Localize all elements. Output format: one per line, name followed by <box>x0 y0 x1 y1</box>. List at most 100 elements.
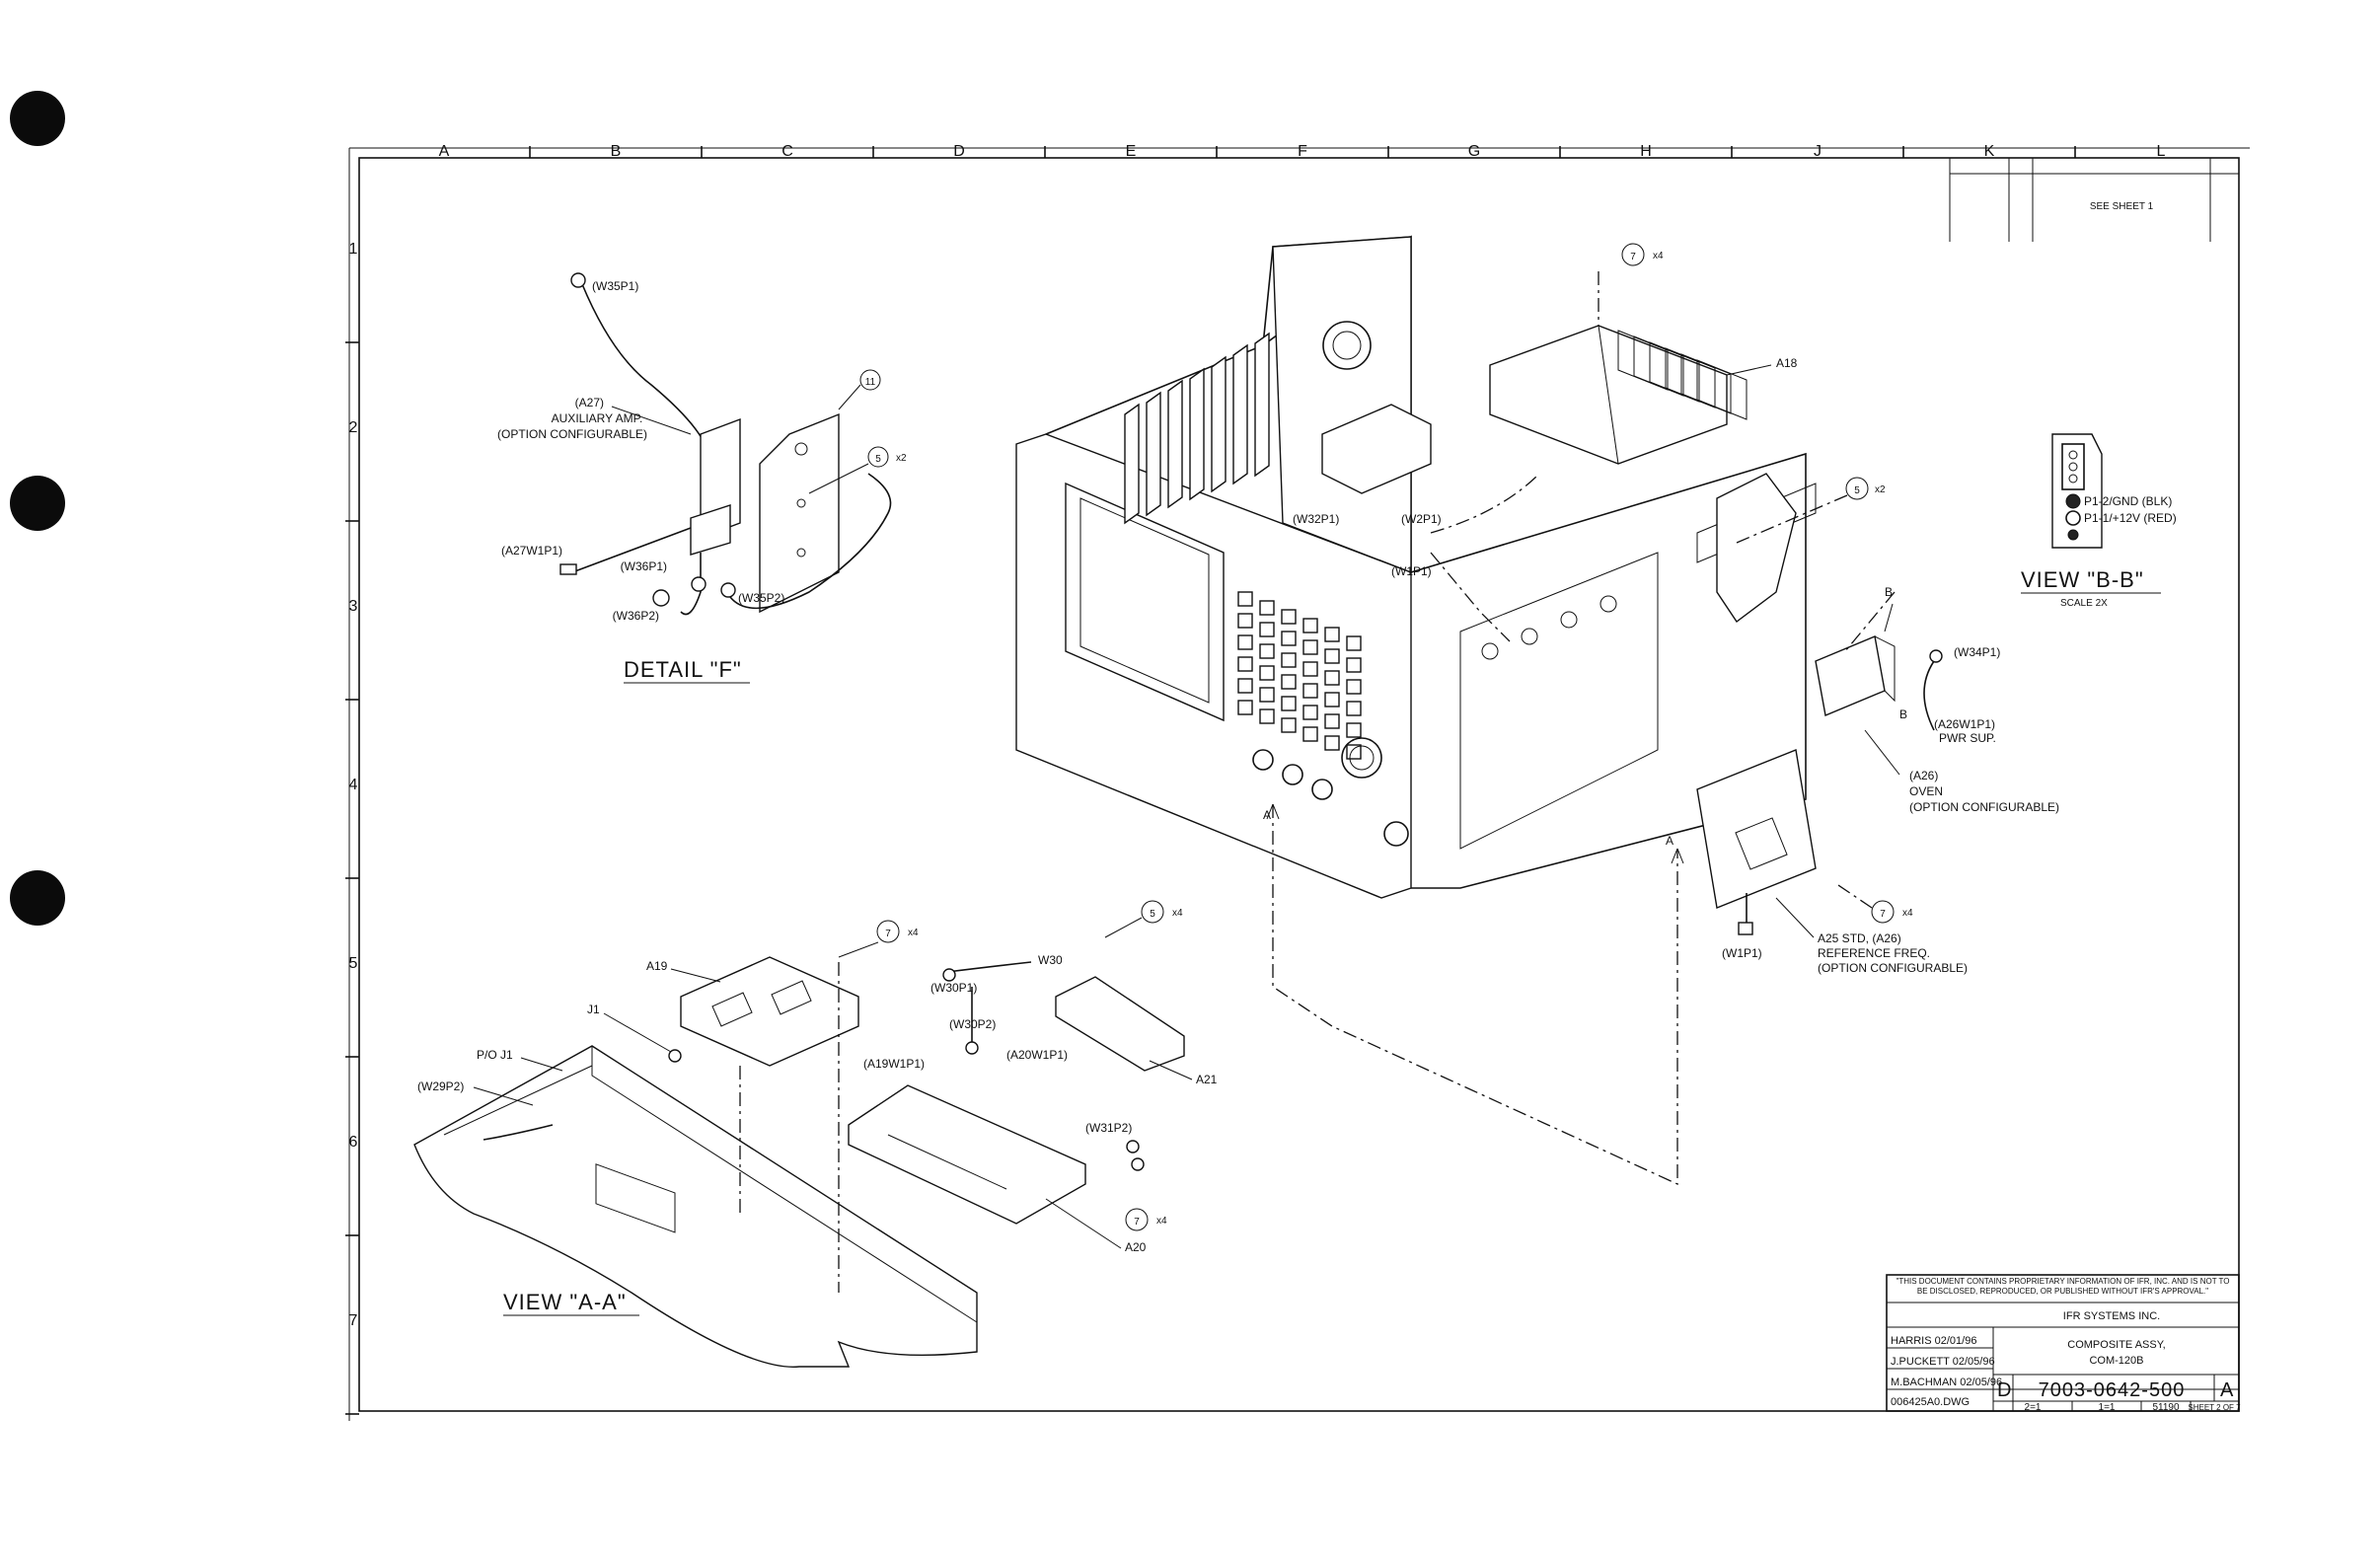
reference-freq-board <box>1696 749 1817 909</box>
label-a20: A20 <box>1125 1240 1147 1254</box>
zone-column-label: B <box>611 143 622 160</box>
zone-column-label: J <box>1814 143 1822 160</box>
keypad-key <box>1281 696 1297 711</box>
label-w31p2: (W31P2) <box>1085 1121 1132 1135</box>
label-a-marker-right: A <box>1666 834 1673 848</box>
connector-knob <box>1252 749 1274 771</box>
keypad-key <box>1324 648 1340 664</box>
plug-in-card <box>1232 343 1248 485</box>
assembly-title-1: COMPOSITE ASSY, <box>2067 1339 2165 1351</box>
label-a20w1p1: (A20W1P1) <box>1006 1048 1068 1062</box>
label-w36p1: (W36P1) <box>621 559 667 573</box>
label-pin-gnd: P1-2/GND (BLK) <box>2084 494 2172 508</box>
binder-hole-bottom <box>10 870 65 926</box>
label-w30p1: (W30P1) <box>930 981 977 995</box>
keypad-key <box>1259 622 1275 637</box>
label-a27: (A27) <box>575 396 604 409</box>
keypad-key <box>1346 657 1362 673</box>
sheet-number: SHEET 2 OF 7 <box>2188 1403 2241 1412</box>
binder-hole-top <box>10 91 65 146</box>
title-view-bb: VIEW "B-B" <box>2021 567 2144 592</box>
revision-block: SEE SHEET 1 <box>1949 158 2239 242</box>
label-a-marker-left: A <box>1263 808 1271 822</box>
label-po-j1: P/O J1 <box>477 1048 513 1062</box>
assembly-title-2: COM-120B <box>2089 1355 2143 1367</box>
callout-7-aa <box>876 920 900 943</box>
keypad-key <box>1346 679 1362 695</box>
checked-by: J.PUCKETT 02/05/96 <box>1891 1356 1995 1368</box>
svg-text:7: 7 <box>885 929 891 939</box>
keypad-key <box>1281 674 1297 690</box>
keypad-key <box>1302 618 1318 633</box>
module-a19 <box>680 956 859 1067</box>
zone-row-label: 1 <box>349 241 358 258</box>
connector-bb <box>2051 433 2103 549</box>
bracket-a27 <box>759 412 840 614</box>
zone-column-label: D <box>953 143 965 160</box>
svg-text:x4: x4 <box>1653 251 1664 261</box>
dwg-file: 006425A0.DWG <box>1891 1396 1970 1408</box>
keypad-key <box>1237 613 1253 629</box>
label-w35p2: (W35P2) <box>738 591 784 605</box>
keypad-key <box>1302 705 1318 720</box>
svg-text:5: 5 <box>875 454 881 465</box>
label-w32p1: (W32P1) <box>1293 512 1339 526</box>
svg-text:5: 5 <box>1150 909 1155 920</box>
keypad-key <box>1302 639 1318 655</box>
keypad-key <box>1237 678 1253 694</box>
keypad-key <box>1259 643 1275 659</box>
drawing-border <box>348 147 2250 1421</box>
label-b-marker-top: B <box>1885 585 1893 599</box>
label-option-configurable-f: (OPTION CONFIGURABLE) <box>497 427 647 441</box>
label-w35p1: (W35P1) <box>592 279 638 293</box>
label-b-marker-bottom: B <box>1899 707 1907 721</box>
label-w36p2: (W36P2) <box>613 609 659 623</box>
label-w1p1-lower: (W1P1) <box>1722 946 1762 960</box>
label-a19w1p1: (A19W1P1) <box>863 1057 925 1071</box>
proprietary-notice: "THIS DOCUMENT CONTAINS PROPRIETARY INFO… <box>1896 1277 2230 1296</box>
keypad-key <box>1302 661 1318 677</box>
plug-in-card <box>1124 403 1140 525</box>
keypad-key <box>1281 652 1297 668</box>
keypad-key <box>1302 726 1318 742</box>
view-aa: A19 J1 P/O J1 (W29P2) 7 x4 W30 (W30P1) (… <box>413 900 1218 1368</box>
zone-column-label: G <box>1468 143 1480 160</box>
oven-module <box>1815 635 1886 716</box>
keypad-key <box>1259 665 1275 681</box>
svg-text:x4: x4 <box>1156 1216 1167 1227</box>
label-a18: A18 <box>1776 356 1798 370</box>
label-oven: OVEN <box>1909 784 1943 798</box>
sheet-size: D <box>1997 1379 2012 1401</box>
label-w2p1: (W2P1) <box>1401 512 1442 526</box>
scale-value: 2=1 <box>2025 1402 2042 1413</box>
label-pwr-sup: PWR SUP. <box>1939 731 1996 745</box>
fan-grille <box>1716 473 1797 624</box>
keypad-key <box>1237 634 1253 650</box>
label-a25-std: A25 STD, (A26) <box>1818 931 1901 945</box>
keypad-key <box>1237 656 1253 672</box>
zone-column-label: C <box>781 143 793 160</box>
keypad-key <box>1346 744 1362 760</box>
keypad-key <box>1302 683 1318 699</box>
cage-code: 51190 <box>2152 1402 2180 1413</box>
zone-row-label: 7 <box>349 1312 358 1329</box>
zone-column-label: L <box>2157 143 2166 160</box>
svg-text:x2: x2 <box>1875 484 1886 495</box>
keypad-key <box>1346 635 1362 651</box>
zone-row-label: 6 <box>349 1134 358 1151</box>
main-assembly: A18 7 x4 (W32P1) (W2P1) (W1P1) 5 x2 B B … <box>1015 235 2059 1186</box>
module-a21 <box>1055 976 1185 1072</box>
rear-frame <box>1410 452 1807 889</box>
zone-column-label: E <box>1126 143 1137 160</box>
svg-text:x2: x2 <box>896 453 907 464</box>
svg-text:7: 7 <box>1880 909 1886 920</box>
svg-text:11: 11 <box>865 377 876 388</box>
label-reference-freq: REFERENCE FREQ. <box>1818 946 1930 960</box>
keypad-key <box>1324 735 1340 751</box>
label-w30p2: (W30P2) <box>949 1017 996 1031</box>
keypad-key <box>1324 627 1340 642</box>
keypad-key <box>1324 692 1340 707</box>
